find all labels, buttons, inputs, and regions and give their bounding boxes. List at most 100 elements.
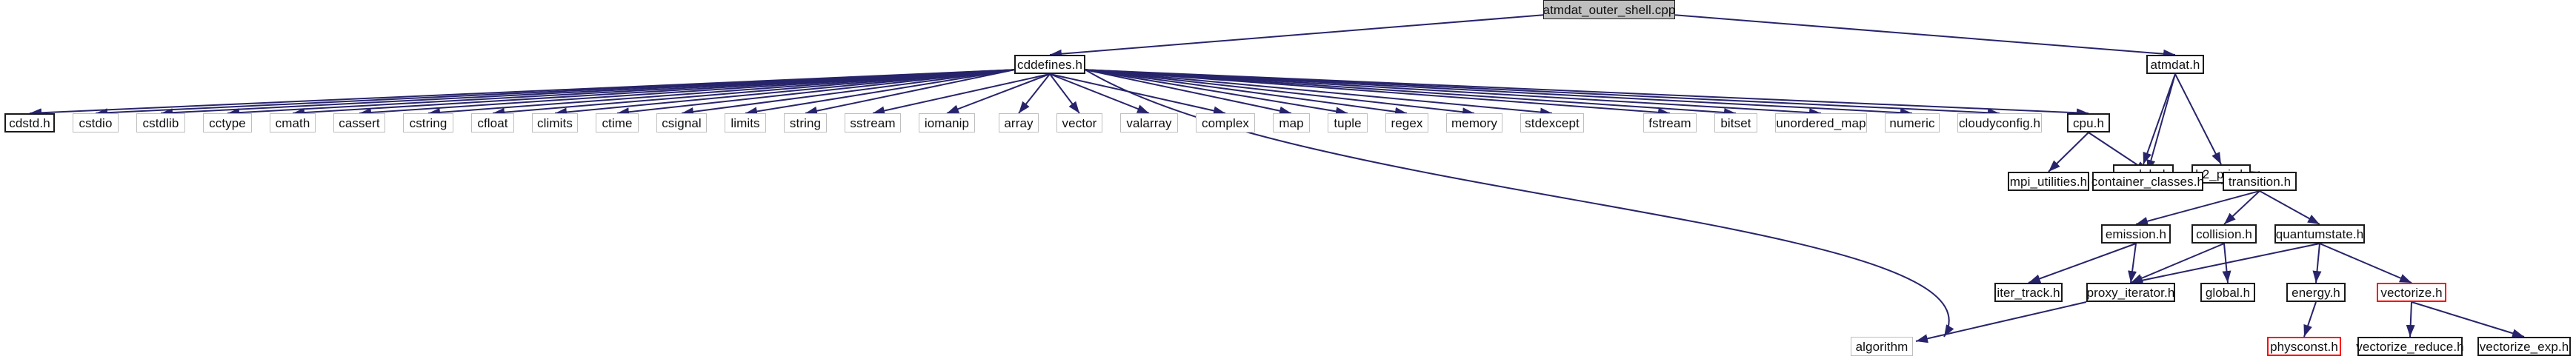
graph-node-cassert[interactable]: cassert: [333, 113, 385, 132]
graph-node-label: numeric: [1889, 115, 1935, 130]
graph-edge-emission-h-to-proxy-iterator-h: [2128, 243, 2137, 283]
graph-node-label: cdstd.h: [9, 115, 50, 130]
graph-node-label: cstdlib: [142, 115, 179, 130]
graph-node-cddefines-h[interactable]: cddefines.h: [1014, 55, 1085, 74]
graph-node-climits[interactable]: climits: [532, 113, 578, 132]
graph-edge-cddefines-h-to-cstring: [427, 69, 1015, 117]
graph-node-label: cctype: [209, 115, 246, 130]
graph-node-emission-h[interactable]: emission.h: [2101, 224, 2171, 244]
graph-node-limits[interactable]: limits: [725, 113, 766, 132]
graph-node-label: emission.h: [2105, 227, 2167, 241]
graph-node-physconst-h[interactable]: physconst.h: [2267, 337, 2341, 356]
graph-node-vectorize-exp-h[interactable]: vectorize_exp.h: [2477, 337, 2571, 356]
graph-node-label: cassert: [339, 115, 380, 130]
graph-node-cstdio[interactable]: cstdio: [73, 113, 119, 132]
graph-node-label: fstream: [1648, 115, 1691, 130]
graph-node-cmath[interactable]: cmath: [270, 113, 316, 132]
graph-node-label: map: [1279, 115, 1304, 130]
graph-node-global-h[interactable]: global.h: [2200, 283, 2255, 302]
graph-node-label: cstdio: [79, 115, 113, 130]
graph-node-label: atmdat_outer_shell.cpp: [1542, 2, 1676, 17]
graph-edge-atmdat-outer-shell-cpp-to-cddefines-h: [1049, 14, 1544, 58]
graph-node-stdexcept[interactable]: stdexcept: [1520, 113, 1584, 132]
graph-node-sstream[interactable]: sstream: [845, 113, 901, 132]
graph-node-label: physconst.h: [2270, 339, 2338, 354]
graph-node-container-classes-h[interactable]: container_classes.h: [2091, 172, 2205, 191]
graph-node-vector[interactable]: vector: [1056, 113, 1102, 132]
graph-node-memory[interactable]: memory: [1446, 113, 1502, 132]
graph-node-label: cddefines.h: [1016, 57, 1083, 72]
graph-edge-cddefines-h-to-stdexcept: [1085, 69, 1553, 117]
graph-node-label: cstring: [409, 115, 447, 130]
graph-node-label: ctime: [602, 115, 633, 130]
graph-node-label: limits: [730, 115, 760, 130]
graph-node-label: vectorize_reduce.h: [2356, 339, 2464, 354]
graph-node-cdstd-h[interactable]: cdstd.h: [4, 113, 55, 132]
graph-node-cctype[interactable]: cctype: [203, 113, 252, 132]
graph-node-csignal[interactable]: csignal: [656, 113, 707, 132]
graph-node-cstdlib[interactable]: cstdlib: [136, 113, 185, 132]
graph-node-label: complex: [1201, 115, 1249, 130]
graph-node-array[interactable]: array: [999, 113, 1039, 132]
graph-node-cfloat[interactable]: cfloat: [471, 113, 514, 132]
graph-node-label: tuple: [1334, 115, 1362, 130]
graph-node-label: regex: [1391, 115, 1423, 130]
graph-edge-proxy-iterator-h-to-algorithm: [1915, 301, 2087, 343]
graph-node-iomanip[interactable]: iomanip: [919, 113, 975, 132]
graph-node-collision-h[interactable]: collision.h: [2191, 224, 2257, 244]
graph-node-numeric[interactable]: numeric: [1885, 113, 1940, 132]
graph-node-energy-h[interactable]: energy.h: [2286, 283, 2346, 302]
graph-node-algorithm[interactable]: algorithm: [1851, 337, 1913, 356]
graph-edge-transition-h-to-collision-h: [2223, 190, 2260, 225]
graph-edge-quantumstate-h-to-vectorize-h: [2319, 243, 2412, 283]
graph-node-proxy-iterator-h[interactable]: proxy_iterator.h: [2086, 283, 2175, 302]
graph-edge-cddefines-h-to-valarray: [1049, 73, 1150, 114]
graph-node-cstring[interactable]: cstring: [403, 113, 453, 132]
graph-node-ctime[interactable]: ctime: [596, 113, 639, 132]
graph-node-label: proxy_iterator.h: [2086, 285, 2175, 300]
graph-node-transition-h[interactable]: transition.h: [2223, 172, 2297, 191]
graph-edge-cddefines-h-to-memory: [1085, 69, 1475, 117]
graph-node-cloudyconfig-h[interactable]: cloudyconfig.h: [1957, 113, 2042, 132]
graph-node-valarray[interactable]: valarray: [1120, 113, 1178, 132]
graph-node-label: iter_track.h: [1997, 285, 2060, 300]
graph-edge-atmdat-outer-shell-cpp-to-atmdat-h: [1674, 14, 2176, 58]
graph-node-unordered-map[interactable]: unordered_map: [1775, 113, 1867, 132]
graph-node-iter-track-h[interactable]: iter_track.h: [1994, 283, 2063, 302]
graph-edge-quantumstate-h-to-energy-h: [2312, 243, 2322, 283]
graph-node-quantumstate-h[interactable]: quantumstate.h: [2274, 224, 2365, 244]
graph-node-complex[interactable]: complex: [1196, 113, 1255, 132]
graph-node-label: collision.h: [2196, 227, 2252, 241]
graph-node-vectorize-h[interactable]: vectorize.h: [2377, 283, 2446, 302]
graph-node-label: valarray: [1126, 115, 1172, 130]
graph-node-label: climits: [537, 115, 573, 130]
graph-node-label: quantumstate.h: [2275, 227, 2364, 241]
graph-edge-atmdat-h-to-container-classes-h: [2146, 73, 2176, 172]
graph-node-label: bitset: [1720, 115, 1751, 130]
graph-node-bitset[interactable]: bitset: [1714, 113, 1757, 132]
graph-node-label: unordered_map: [1776, 115, 1866, 130]
graph-node-regex[interactable]: regex: [1385, 113, 1428, 132]
graph-node-map[interactable]: map: [1273, 113, 1310, 132]
graph-node-tuple[interactable]: tuple: [1328, 113, 1368, 132]
graph-edge-atmdat-h-to-module-h: [2143, 73, 2176, 165]
graph-node-mpi-utilities-h[interactable]: mpi_utilities.h: [2008, 172, 2089, 191]
graph-node-vectorize-reduce-h[interactable]: vectorize_reduce.h: [2356, 337, 2464, 356]
graph-node-label: energy.h: [2292, 285, 2340, 300]
graph-node-label: transition.h: [2228, 174, 2292, 189]
graph-edge-cddefines-h-to-string: [805, 69, 1015, 115]
graph-node-atmdat-outer-shell-cpp[interactable]: atmdat_outer_shell.cpp: [1543, 0, 1675, 19]
graph-node-string[interactable]: string: [784, 113, 827, 132]
graph-node-atmdat-h[interactable]: atmdat.h: [2146, 55, 2204, 74]
graph-node-label: iomanip: [924, 115, 970, 130]
graph-node-label: string: [789, 115, 822, 130]
graph-node-fstream[interactable]: fstream: [1643, 113, 1697, 132]
graph-edge-cddefines-h-to-array: [1018, 73, 1051, 114]
graph-edge-cddefines-h-to-climits: [554, 69, 1015, 117]
graph-edge-collision-h-to-proxy-iterator-h: [2130, 243, 2225, 283]
graph-node-cpu-h[interactable]: cpu.h: [2067, 113, 2110, 132]
graph-node-label: container_classes.h: [2091, 174, 2205, 189]
graph-node-label: vector: [1062, 115, 1097, 130]
graph-edge-vectorize-h-to-vectorize-reduce-h: [2406, 301, 2415, 338]
